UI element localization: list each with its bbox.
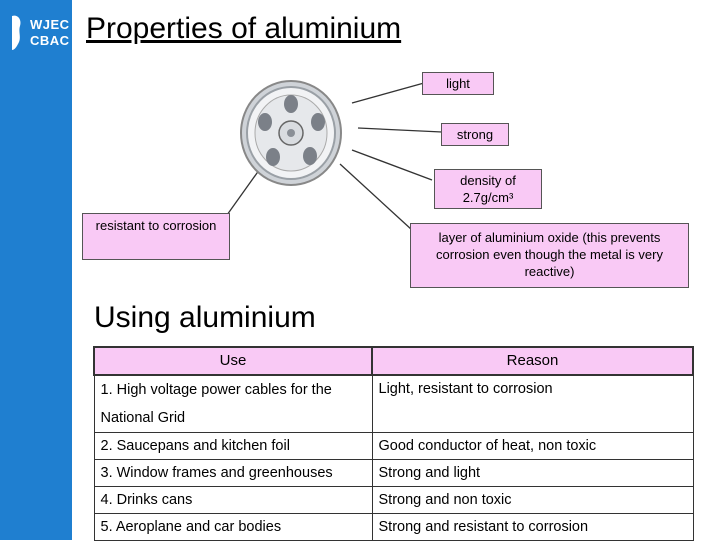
table-row: 5. Aeroplane and car bodies Strong and r…: [93, 513, 694, 541]
table-row: 1. High voltage power cables for the Nat…: [93, 374, 694, 433]
table-row: 2. Saucepans and kitchen foil Good condu…: [93, 432, 694, 460]
reason-cell: Strong and resistant to corrosion: [371, 513, 694, 541]
use-cell: 3. Window frames and greenhouses: [93, 459, 373, 487]
reason-cell: Light, resistant to corrosion: [371, 374, 694, 433]
use-cell: 1. High voltage power cables for the Nat…: [93, 374, 373, 433]
logo-line-2: CBAC: [30, 33, 70, 48]
callout-oxide: layer of aluminium oxide (this prevents …: [410, 223, 689, 288]
column-header-reason: Reason: [371, 346, 694, 376]
table-header-row: Use Reason: [93, 346, 694, 376]
logo-line-1: WJEC: [30, 17, 70, 32]
table-row: 3. Window frames and greenhouses Strong …: [93, 459, 694, 487]
logo-mark-icon: [12, 15, 21, 50]
connector-oxide: [339, 163, 413, 231]
callout-strong: strong: [441, 123, 509, 146]
connector-corrosion: [221, 165, 263, 223]
callout-density: density of 2.7g/cm³: [434, 169, 542, 209]
connector-density: [351, 149, 433, 181]
use-cell: 2. Saucepans and kitchen foil: [93, 432, 373, 460]
sidebar-strip: WJEC CBAC: [0, 0, 72, 540]
reason-cell: Strong and non toxic: [371, 486, 694, 514]
alloy-wheel-image: [240, 80, 342, 186]
use-cell: 5. Aeroplane and car bodies: [93, 513, 373, 541]
callout-corrosion: resistant to corrosion: [82, 213, 230, 260]
reason-cell: Strong and light: [371, 459, 694, 487]
uses-table: Use Reason 1. High voltage power cables …: [93, 346, 694, 541]
use-cell: 4. Drinks cans: [93, 486, 373, 514]
wjec-cbac-logo: WJEC CBAC: [8, 12, 69, 54]
page-title: Properties of aluminium: [86, 12, 402, 45]
connector-strong: [357, 127, 443, 133]
reason-cell: Good conductor of heat, non toxic: [371, 432, 694, 460]
connector-lines: [221, 82, 443, 231]
column-header-use: Use: [93, 346, 373, 376]
callout-light: light: [422, 72, 494, 95]
table-row: 4. Drinks cans Strong and non toxic: [93, 486, 694, 514]
section-heading: Using aluminium: [94, 301, 316, 334]
connector-light: [351, 82, 425, 104]
